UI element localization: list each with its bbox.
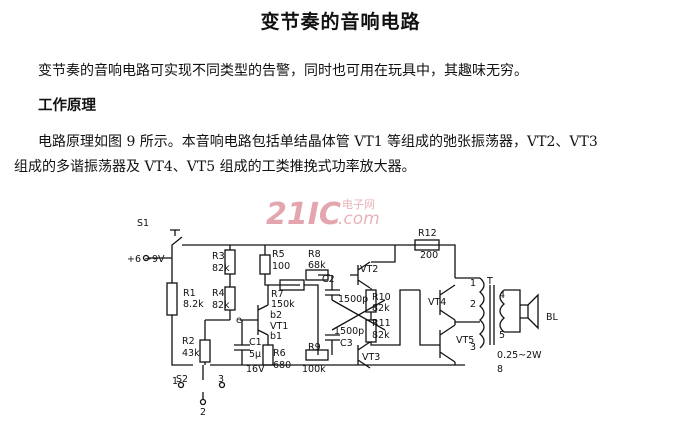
resistor-r2 bbox=[199, 339, 211, 363]
label-r9-value: 100k bbox=[302, 364, 326, 375]
label-vt5: VT5 bbox=[456, 335, 474, 346]
label-r9: R9 bbox=[308, 342, 321, 353]
label-n3: 3 bbox=[218, 374, 224, 385]
r2-leads bbox=[204, 319, 230, 365]
page-title: 变节奏的音响电路 bbox=[260, 11, 421, 33]
label-r7-value: 150k bbox=[271, 299, 295, 310]
label-s1: S1 bbox=[137, 218, 149, 229]
resistor-r6 bbox=[262, 344, 274, 366]
label-b2: b2 bbox=[270, 310, 282, 321]
label-t-pin5: 5 bbox=[499, 330, 505, 341]
resistor-r9 bbox=[305, 349, 329, 361]
transistor-vt3 bbox=[357, 341, 371, 369]
label-r2: R2 bbox=[182, 336, 195, 347]
body-line-1: 电路原理如图 9 所示。本音响电路包括单结晶体管 VT1 等组成的弛张振荡器，V… bbox=[38, 134, 598, 150]
label-t-ohm: 8 bbox=[497, 364, 503, 375]
label-t-pin2: 2 bbox=[470, 299, 476, 310]
resistor-r3 bbox=[224, 249, 236, 275]
label-r12-value: 200 bbox=[420, 250, 438, 261]
r7-leads bbox=[304, 284, 319, 355]
label-e: e bbox=[236, 315, 242, 326]
label-b1: b1 bbox=[270, 331, 282, 342]
label-r11: R11 bbox=[372, 318, 391, 329]
label-r10: R10 bbox=[372, 292, 391, 303]
transistor-vt4 bbox=[439, 284, 456, 321]
watermark: 21IC 电子网 .com bbox=[266, 197, 380, 232]
label-r3-value: 82k bbox=[212, 263, 230, 274]
label-r4-value: 82k bbox=[212, 300, 230, 311]
label-vt3: VT3 bbox=[362, 352, 380, 363]
capacitor-c1 bbox=[234, 320, 250, 365]
label-s2: S2 bbox=[176, 374, 188, 385]
transformer-secondary bbox=[499, 289, 505, 333]
body-line-2: 组成的多谐振荡器及 VT4、VT5 组成的工类推挽式功率放大器。 bbox=[14, 159, 416, 175]
label-bl: BL bbox=[546, 312, 559, 323]
label-r6: R6 bbox=[273, 348, 286, 359]
transistor-vt2 bbox=[357, 261, 371, 289]
label-c3-value: 1500p bbox=[334, 326, 364, 337]
label-c2-value: 1500p bbox=[338, 294, 368, 305]
label-r7: R7 bbox=[271, 289, 284, 300]
label-c1-value: 5μ bbox=[249, 349, 261, 360]
intro-paragraph: 变节奏的音响电路可实现不同类型的告警，同时也可用在玩具中，其趣味无穷。 bbox=[38, 63, 528, 79]
transistor-vt1 bbox=[240, 304, 269, 336]
label-r12: R12 bbox=[418, 228, 437, 239]
push-pull-leads bbox=[419, 277, 480, 365]
label-c3: C3 bbox=[340, 338, 353, 349]
watermark-cn: 电子网 bbox=[342, 198, 375, 211]
label-r5-value: 100 bbox=[272, 261, 290, 272]
section-heading: 工作原理 bbox=[38, 98, 96, 114]
watermark-logo: 21IC bbox=[266, 197, 341, 232]
capacitor-c2 bbox=[325, 275, 340, 300]
s2-terminal-3 bbox=[218, 381, 226, 389]
label-r8: R8 bbox=[308, 249, 321, 260]
label-r10-value: 82k bbox=[372, 303, 390, 314]
transformer-primary bbox=[479, 277, 485, 349]
s2-terminal-2 bbox=[199, 398, 207, 406]
label-r1-value: 8.2k bbox=[183, 299, 204, 310]
label-t-note: 0.25~2W bbox=[497, 350, 542, 361]
resistor-r5 bbox=[259, 254, 271, 275]
s2-terminal-1 bbox=[177, 381, 185, 389]
label-c1-voltage: 16V bbox=[246, 364, 265, 375]
transformer-core bbox=[489, 285, 495, 345]
resistor-r8 bbox=[305, 269, 329, 281]
label-r8-value: 68k bbox=[308, 260, 326, 271]
label-r1: R1 bbox=[183, 288, 196, 299]
switch-s1 bbox=[170, 229, 180, 236]
label-n1: 1 bbox=[172, 376, 178, 387]
label-vt2: VT2 bbox=[360, 264, 378, 275]
label-vt1: VT1 bbox=[270, 321, 288, 332]
r5-leads bbox=[264, 245, 300, 286]
watermark-domain: .com bbox=[338, 209, 380, 229]
resistor-r1 bbox=[166, 282, 178, 316]
label-n2: 2 bbox=[200, 407, 206, 418]
resistor-r12 bbox=[414, 239, 440, 251]
positive-rail bbox=[171, 236, 456, 278]
label-c1: C1 bbox=[249, 337, 262, 348]
label-supply: +6 ~9V bbox=[127, 254, 165, 265]
label-r6-value: 680 bbox=[273, 360, 291, 371]
capacitor-c3 bbox=[325, 334, 340, 355]
label-vt4: VT4 bbox=[428, 297, 446, 308]
label-r3: R3 bbox=[212, 251, 225, 262]
label-t: T bbox=[486, 276, 493, 287]
label-t-pin1: 1 bbox=[470, 278, 476, 289]
label-c2: C2 bbox=[322, 274, 335, 285]
label-r4: R4 bbox=[212, 288, 225, 299]
label-t-pin4: 4 bbox=[499, 290, 505, 301]
ground-rail bbox=[171, 258, 465, 366]
vt2-vt3-leads bbox=[370, 245, 420, 346]
resistor-r4 bbox=[224, 286, 236, 311]
transistor-vt5 bbox=[439, 324, 456, 363]
supply-terminal bbox=[142, 254, 150, 262]
label-t-pin3: 3 bbox=[470, 342, 476, 353]
label-r5: R5 bbox=[272, 249, 285, 260]
label-r11-value: 82k bbox=[372, 330, 390, 341]
label-r2-value: 43k bbox=[182, 348, 200, 359]
speaker-bl bbox=[504, 289, 539, 333]
